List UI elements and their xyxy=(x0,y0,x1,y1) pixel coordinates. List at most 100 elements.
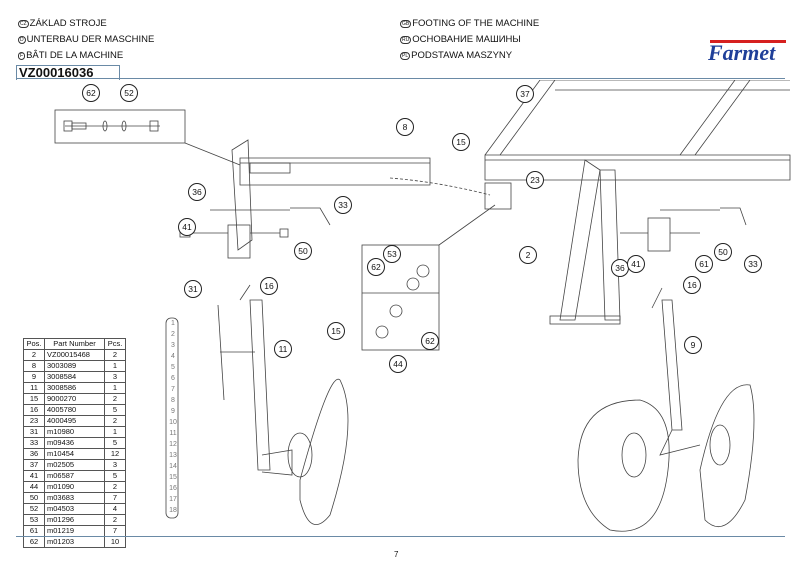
disc-right-1 xyxy=(577,399,670,532)
scale-number: 10 xyxy=(169,419,177,426)
cell-pos: 36 xyxy=(23,448,45,460)
callout-53: 53 xyxy=(383,245,401,263)
cell-pos: 44 xyxy=(23,481,45,493)
callout-62: 62 xyxy=(421,332,439,350)
cell-part-number: 3003089 xyxy=(44,360,105,372)
scale-number: 4 xyxy=(171,353,175,360)
title-ru-text: ОСНОВАНИЕ МАШИНЫ xyxy=(412,34,521,45)
cell-pcs: 1 xyxy=(104,382,126,394)
scale-part-31 xyxy=(165,317,179,519)
cell-part-number: VZ00015468 xyxy=(44,349,105,361)
cell-pcs: 2 xyxy=(104,415,126,427)
arm-part-9 xyxy=(661,299,683,431)
cell-pos: 33 xyxy=(23,437,45,449)
scale-number: 16 xyxy=(169,485,177,492)
disc-left xyxy=(299,378,349,526)
callout-50: 50 xyxy=(294,242,312,260)
lang-badge-cz: CZ xyxy=(18,20,29,28)
cell-pcs: 7 xyxy=(104,492,126,504)
scale-number: 14 xyxy=(169,463,177,470)
cell-pos: 23 xyxy=(23,415,45,427)
assembly-code: VZ00016036 xyxy=(16,65,120,80)
callout-16: 16 xyxy=(260,277,278,295)
cell-part-number: m10980 xyxy=(44,426,105,438)
title-cz-text: ZÁKLAD STROJE xyxy=(29,18,107,29)
callout-52: 52 xyxy=(120,84,138,102)
scale-number: 8 xyxy=(171,397,175,404)
cell-part-number: m01296 xyxy=(44,514,105,526)
title-pl-text: PODSTAWA MASZYNY xyxy=(411,50,513,61)
callout-36: 36 xyxy=(188,183,206,201)
cell-pcs: 4 xyxy=(104,503,126,515)
detail-box-bearing xyxy=(361,244,440,351)
cell-part-number: 3008584 xyxy=(44,371,105,383)
cell-part-number: m03683 xyxy=(44,492,105,504)
cell-part-number: m04503 xyxy=(44,503,105,515)
cell-pcs: 12 xyxy=(104,448,126,460)
lang-badge-gb: GB xyxy=(400,20,412,28)
cell-pcs: 2 xyxy=(104,349,126,361)
cell-pcs: 2 xyxy=(104,481,126,493)
scale-number: 12 xyxy=(169,441,177,448)
footer-divider xyxy=(16,536,785,537)
scale-number: 18 xyxy=(169,507,177,514)
header-part-number: Part Number xyxy=(44,338,105,350)
title-fr-text: BÂTI DE LA MACHINE xyxy=(26,50,124,61)
scale-number: 2 xyxy=(171,331,175,338)
chain-part-15 xyxy=(389,177,491,196)
callout-41: 41 xyxy=(627,255,645,273)
arm-part-11 xyxy=(249,299,271,471)
cell-pos: 9 xyxy=(23,371,45,383)
beam-part-8 xyxy=(239,157,431,186)
callout-31: 31 xyxy=(184,280,202,298)
callout-23: 23 xyxy=(526,171,544,189)
cell-pos: 15 xyxy=(23,393,45,405)
scale-number: 1 xyxy=(171,320,175,327)
scale-number: 7 xyxy=(171,386,175,393)
cell-part-number: m06587 xyxy=(44,470,105,482)
cell-pos: 53 xyxy=(23,514,45,526)
callout-8: 8 xyxy=(396,118,414,136)
callout-33: 33 xyxy=(744,255,762,273)
header-divider xyxy=(16,78,785,79)
title-de-text: UNTERBAU DER MASCHINE xyxy=(26,34,155,45)
cell-part-number: m01090 xyxy=(44,481,105,493)
scale-number: 11 xyxy=(169,430,177,437)
page-number: 7 xyxy=(394,550,399,559)
cell-part-number: 4000495 xyxy=(44,415,105,427)
cell-pos: 41 xyxy=(23,470,45,482)
callout-11: 11 xyxy=(274,340,292,358)
cell-pcs: 3 xyxy=(104,459,126,471)
callout-50: 50 xyxy=(714,243,732,261)
cell-pcs: 2 xyxy=(104,393,126,405)
leg-part-2 xyxy=(559,159,601,321)
disc-right-2 xyxy=(699,384,755,527)
callout-15: 15 xyxy=(452,133,470,151)
detail-box-bolt xyxy=(54,109,186,144)
cell-pos: 50 xyxy=(23,492,45,504)
cell-pos: 61 xyxy=(23,525,45,537)
cell-part-number: m10454 xyxy=(44,448,105,460)
scale-number: 5 xyxy=(171,364,175,371)
cell-part-number: 4005780 xyxy=(44,404,105,416)
callout-37: 37 xyxy=(516,85,534,103)
title-gb-text: FOOTING OF THE MACHINE xyxy=(412,18,540,29)
cell-pos: 8 xyxy=(23,360,45,372)
cell-part-number: m02505 xyxy=(44,459,105,471)
